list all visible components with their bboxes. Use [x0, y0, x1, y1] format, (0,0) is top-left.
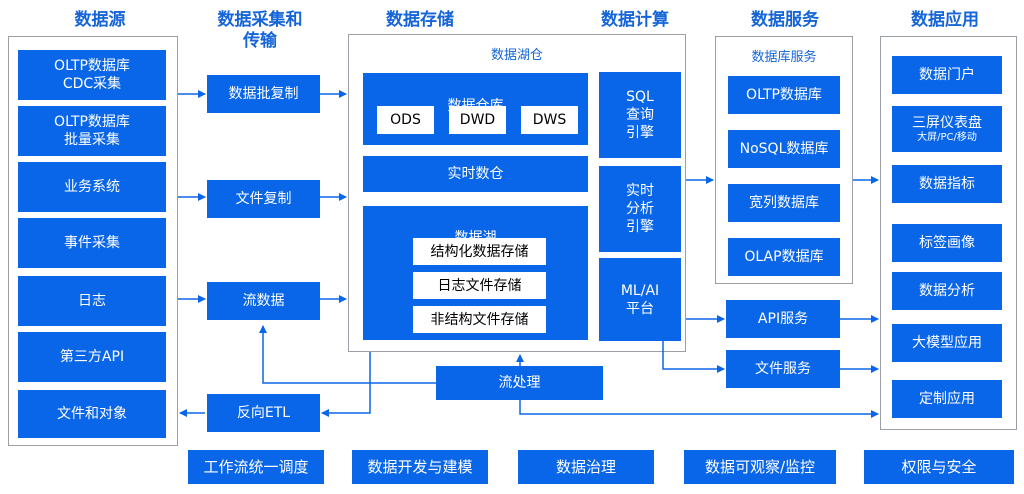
service-widecolumn-db: 宽列数据库 [728, 184, 840, 222]
footer-workflow-scheduling: 工作流统一调度 [188, 450, 324, 484]
app-tag-profile: 标签画像 [892, 224, 1002, 262]
ingest-stream-data: 流数据 [207, 282, 320, 320]
app-data-analysis: 数据分析 [892, 272, 1002, 310]
data-warehouse: 数据仓库 ODS DWD DWS [363, 73, 588, 145]
header-compute: 数据计算 [601, 10, 669, 30]
source-event-collection: 事件采集 [18, 218, 166, 268]
stream-processing: 流处理 [436, 366, 603, 400]
footer-observability: 数据可观察/监控 [684, 450, 836, 484]
service-oltp-db: OLTP数据库 [728, 76, 840, 114]
app-dashboard-sub: 大屏/PC/移动 [917, 132, 977, 143]
ingest-file-copy: 文件复制 [207, 180, 320, 218]
service-olap-db: OLAP数据库 [728, 238, 840, 276]
ml-ai-platform: ML/AI 平台 [599, 258, 681, 341]
source-oltp-cdc: OLTP数据库 CDC采集 [18, 50, 166, 100]
footer-governance: 数据治理 [518, 450, 654, 484]
lake-log-storage: 日志文件存储 [413, 272, 546, 299]
header-apps: 数据应用 [911, 10, 979, 30]
db-service-label: 数据库服务 [751, 50, 817, 65]
source-third-party-api: 第三方API [18, 332, 166, 382]
app-data-portal: 数据门户 [892, 56, 1002, 94]
footer-permissions-security: 权限与安全 [864, 450, 1014, 484]
lakehouse-label: 数据湖仓 [490, 48, 543, 63]
footer-dev-modeling: 数据开发与建模 [352, 450, 488, 484]
lake-structured-storage: 结构化数据存储 [413, 238, 546, 265]
ingest-reverse-etl: 反向ETL [207, 394, 320, 432]
ingest-batch-copy: 数据批复制 [207, 75, 320, 113]
layer-dwd: DWD [449, 106, 506, 134]
app-dashboard: 三屏仪表盘 大屏/PC/移动 [892, 106, 1002, 152]
sql-query-engine: SQL 查询 引擎 [599, 72, 681, 158]
layer-dws: DWS [521, 106, 578, 134]
app-data-metrics: 数据指标 [892, 165, 1002, 203]
app-dashboard-title: 三屏仪表盘 [912, 115, 982, 131]
source-business-system: 业务系统 [18, 162, 166, 212]
api-service: API服务 [726, 300, 840, 338]
header-storage: 数据存储 [386, 10, 454, 30]
app-llm-apps: 大模型应用 [892, 324, 1002, 362]
source-files-objects: 文件和对象 [18, 390, 166, 438]
header-sources: 数据源 [74, 10, 126, 30]
header-services: 数据服务 [751, 10, 819, 30]
data-lake: 数据湖 结构化数据存储 日志文件存储 非结构文件存储 [363, 206, 588, 340]
realtime-analytics-engine: 实时 分析 引擎 [599, 166, 681, 252]
realtime-warehouse: 实时数仓 [363, 156, 588, 192]
app-custom-apps: 定制应用 [892, 380, 1002, 418]
layer-ods: ODS [377, 106, 434, 134]
lake-unstructured-storage: 非结构文件存储 [413, 306, 546, 333]
service-nosql-db: NoSQL数据库 [728, 130, 840, 168]
source-logs: 日志 [18, 276, 166, 326]
file-service: 文件服务 [726, 350, 840, 388]
source-oltp-batch: OLTP数据库 批量采集 [18, 106, 166, 156]
header-ingestion: 数据采集和 传输 [217, 10, 303, 51]
